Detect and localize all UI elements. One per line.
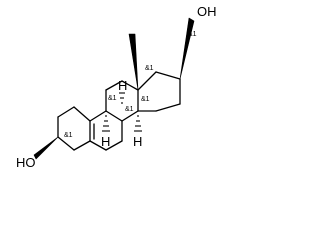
stereo-label-c17: &1 — [188, 31, 197, 38]
stereo-label-c13: &1 — [145, 65, 154, 72]
hydrogen-label-c14: H — [133, 134, 142, 149]
hydroxyl-label-left: HO — [16, 155, 36, 170]
ring-a — [57, 106, 91, 151]
ring-d — [137, 71, 181, 112]
hash-bond-c9 — [102, 115, 110, 132]
stereo-bonds — [33, 17, 195, 160]
ring-b — [89, 110, 123, 151]
steroid-structure-diagram: OH HO H H H &1 &1 &1 &1 &1 &1 — [16, 4, 217, 170]
hash-bond-c8 — [119, 92, 125, 104]
ring-c — [105, 80, 139, 122]
hydrogen-label-c9: H — [101, 134, 110, 149]
hash-bond-c14 — [134, 115, 142, 132]
stereo-label-c3: &1 — [64, 132, 73, 139]
stereo-label-c9: &1 — [108, 95, 117, 102]
stereo-label-c8: &1 — [125, 106, 134, 113]
stereo-label-c14: &1 — [141, 96, 150, 103]
hydroxyl-label-top: OH — [197, 4, 217, 19]
hydrogen-label-c8: H — [118, 78, 127, 93]
